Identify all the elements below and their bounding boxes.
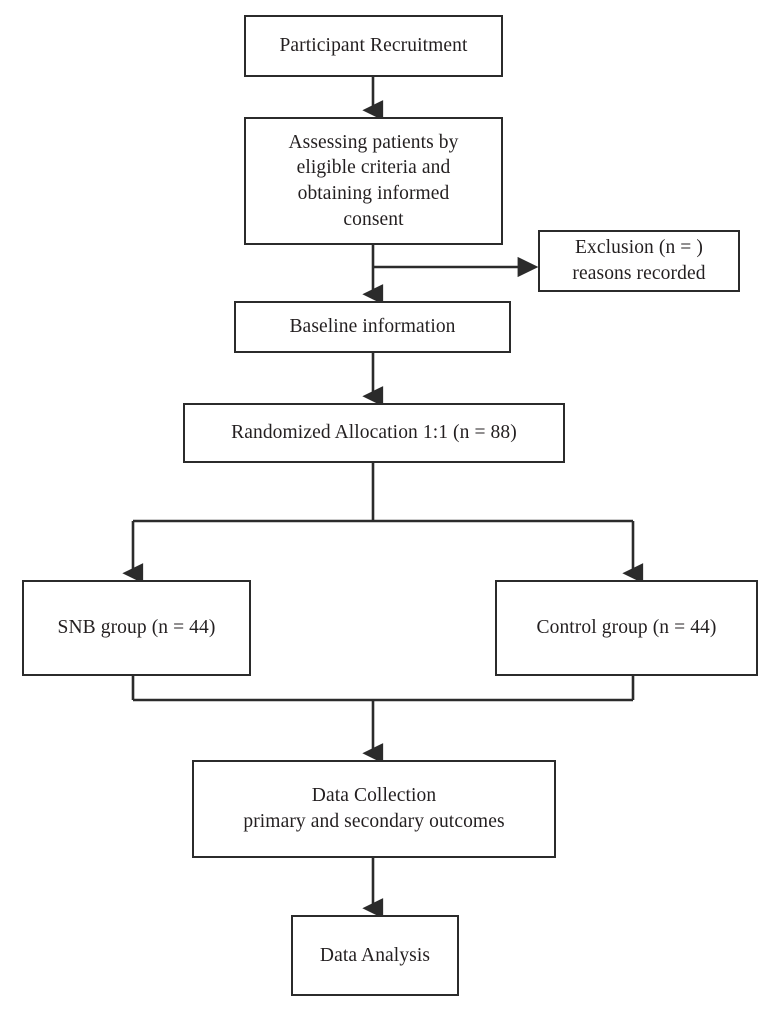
node-snb-group[interactable]: SNB group (n = 44) — [22, 580, 251, 676]
node-label: SNB group (n = 44) — [57, 617, 216, 639]
node-control-group[interactable]: Control group (n = 44) — [495, 580, 758, 676]
node-label: Control group (n = 44) — [536, 617, 717, 639]
node-label: Data Analysis — [319, 944, 431, 966]
node-label: Data Collection primary and secondary ou… — [243, 785, 505, 832]
node-participant-recruitment[interactable]: Participant Recruitment — [244, 15, 503, 77]
node-data-collection[interactable]: Data Collection primary and secondary ou… — [192, 760, 556, 858]
node-exclusion[interactable]: Exclusion (n = ) reasons recorded — [538, 230, 740, 292]
node-label: Baseline information — [289, 316, 456, 338]
node-data-analysis[interactable]: Data Analysis — [291, 915, 459, 996]
node-label: Assessing patients by eligible criteria … — [288, 131, 459, 230]
node-assessing-patients[interactable]: Assessing patients by eligible criteria … — [244, 117, 503, 245]
node-baseline-information[interactable]: Baseline information — [234, 301, 511, 353]
node-label: Participant Recruitment — [279, 35, 468, 57]
node-label: Exclusion (n = ) reasons recorded — [572, 237, 706, 284]
node-label: Randomized Allocation 1:1 (n = 88) — [231, 422, 517, 444]
node-randomized-allocation[interactable]: Randomized Allocation 1:1 (n = 88) — [183, 403, 565, 463]
